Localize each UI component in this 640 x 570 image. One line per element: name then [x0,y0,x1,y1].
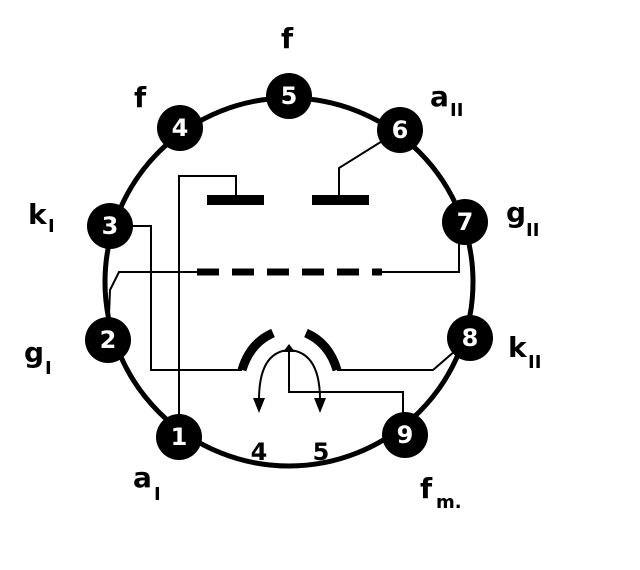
svg-text:I: I [154,484,161,505]
envelope-circle [102,95,476,469]
svg-text:f: f [281,22,294,55]
grid-1-wire [107,271,197,341]
pin-6: 6 [377,107,423,153]
anode-2-wire [338,129,401,195]
svg-text:II: II [528,352,541,373]
cathode-1-wire [110,225,242,371]
svg-text:f: f [420,472,433,505]
svg-text:g: g [506,196,526,229]
svg-text:I: I [48,216,55,237]
svg-text:II: II [526,220,539,241]
svg-text:I: I [45,358,52,379]
svg-text:6: 6 [392,116,409,144]
pin-2: 2 [85,317,131,363]
label-pin-5: f [281,22,294,55]
svg-text:3: 3 [102,212,119,240]
anode-1-plate [207,195,264,205]
svg-text:8: 8 [462,324,479,352]
svg-text:4: 4 [172,114,189,142]
anode-1-wire [178,175,237,437]
svg-text:a: a [430,80,449,113]
svg-text:5: 5 [281,82,298,110]
pin-1: 1 [156,414,202,460]
pin-9: 9 [382,412,428,458]
heater-left [258,349,290,401]
svg-text:a: a [133,461,152,494]
pin-3: 3 [87,203,133,249]
arrow-down-icon [314,398,326,413]
svg-text:g: g [24,336,44,369]
svg-text:7: 7 [457,208,474,236]
svg-text:9: 9 [397,421,414,449]
label-pin-4: f [134,81,147,114]
heater-node [283,344,295,352]
pin-7: 7 [442,199,488,245]
svg-text:II: II [450,100,463,121]
pin-8: 8 [447,315,493,361]
heater-label-5: 5 [313,438,330,466]
svg-text:f: f [134,81,147,114]
label-pin-7: gII [506,196,539,241]
pin-5: 5 [266,73,312,119]
svg-text:2: 2 [100,326,117,354]
svg-text:m.: m. [436,492,462,513]
label-pin-1: aI [133,461,161,505]
pin-4: 4 [157,105,203,151]
anode-2-plate [312,195,369,205]
heater-label-4: 4 [251,438,268,466]
svg-text:1: 1 [171,423,188,451]
cathode-1 [237,328,275,372]
arrow-down-icon [253,398,265,413]
svg-text:k: k [508,331,528,364]
svg-text:k: k [28,198,48,231]
cathode-2 [304,328,342,372]
